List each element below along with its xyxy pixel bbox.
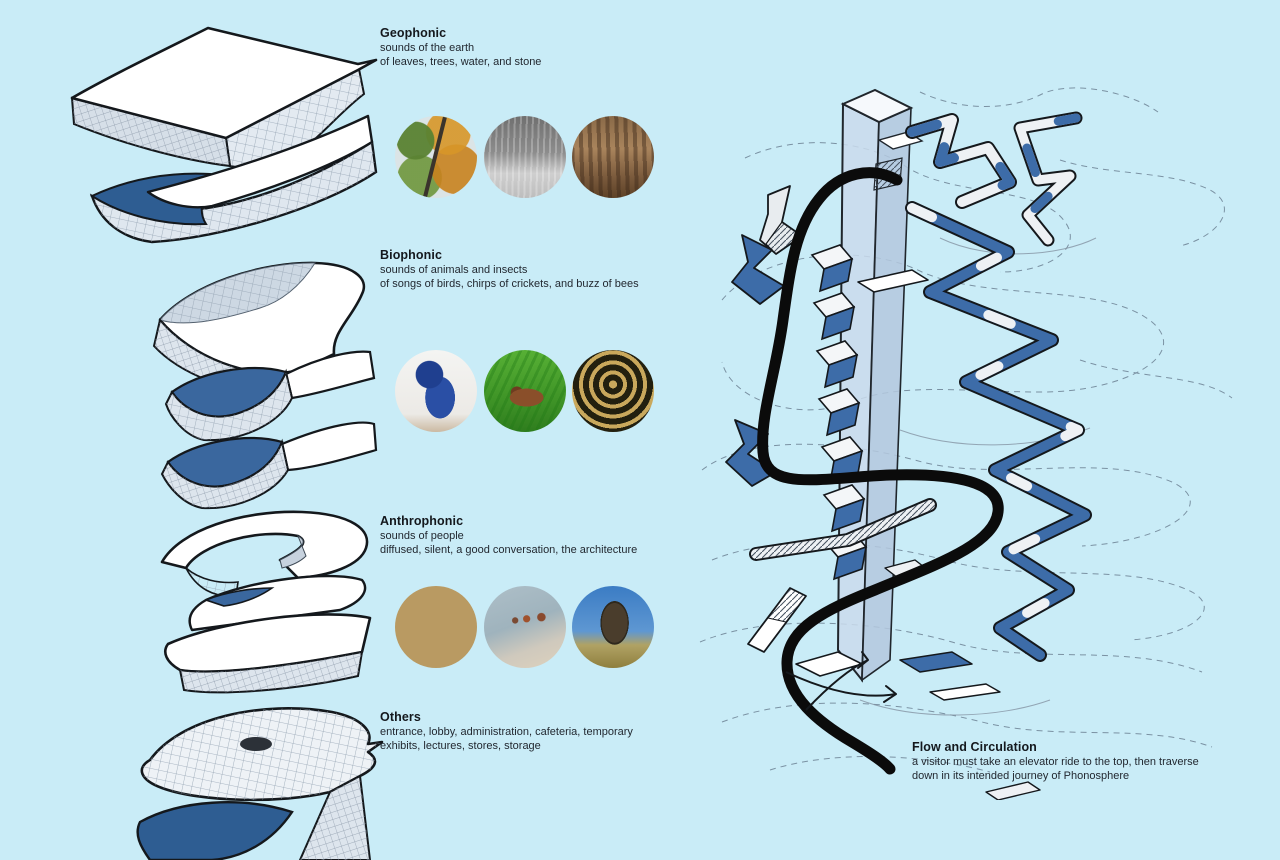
gallery-step-cascade xyxy=(810,244,867,580)
flow-line2: down in its intended journey of Phonosph… xyxy=(912,769,1130,782)
section-title: Others xyxy=(380,710,421,724)
sound-forms-illustration xyxy=(70,26,384,860)
section-title: Anthrophonic xyxy=(380,514,464,528)
section-desc-line2: diffused, silent, a good conversation, t… xyxy=(380,543,638,556)
section-desc-line1: sounds of animals and insects xyxy=(380,264,528,276)
photo-rain-on-water xyxy=(484,116,566,198)
section-desc-line2: of songs of birds, chirps of crickets, a… xyxy=(380,277,639,290)
guide-arrows xyxy=(785,651,897,711)
flow-title: Flow and Circulation xyxy=(912,740,1037,754)
ramp-fragments xyxy=(795,269,1041,800)
form-anthrophonic xyxy=(160,510,372,694)
section-desc-line1: entrance, lobby, administration, cafeter… xyxy=(380,726,633,738)
section-biophonic-text: Biophonic sounds of animals and insects … xyxy=(380,248,710,291)
photo-autumn-leaves xyxy=(395,116,477,198)
section-desc-line1: sounds of people xyxy=(380,530,464,542)
flow-circulation-text: Flow and Circulation a visitor must take… xyxy=(912,740,1272,783)
section-geophonic-text: Geophonic sounds of the earth of leaves,… xyxy=(380,26,710,69)
tower-circulation-diagram xyxy=(699,87,1233,800)
photo-sound-sculpture xyxy=(572,586,654,668)
section-others-text: Others entrance, lobby, administration, … xyxy=(380,710,710,753)
section-title: Geophonic xyxy=(380,26,447,40)
photo-cricket-on-grass xyxy=(484,350,566,432)
photo-listening-horns xyxy=(395,586,477,668)
section-title: Biophonic xyxy=(380,248,443,262)
section-desc-line1: sounds of the earth xyxy=(380,42,475,54)
form-geophonic xyxy=(70,26,378,244)
form-biophonic xyxy=(152,261,378,510)
form-others xyxy=(136,707,384,860)
section-desc-line2: exhibits, lectures, stores, storage xyxy=(380,739,541,752)
photo-bees-on-honeycomb xyxy=(572,350,654,432)
section-desc-line2: of leaves, trees, water, and stone xyxy=(380,55,542,68)
photo-blue-macaw xyxy=(395,350,477,432)
flow-line1: a visitor must take an elevator ride to … xyxy=(912,756,1199,768)
photo-people-swimming xyxy=(484,586,566,668)
section-anthrophonic-text: Anthrophonic sounds of people diffused, … xyxy=(380,514,710,557)
circulation-spiral xyxy=(757,167,1004,775)
ramp-cluster-right xyxy=(749,111,1092,662)
photo-cave-stone xyxy=(572,116,654,198)
